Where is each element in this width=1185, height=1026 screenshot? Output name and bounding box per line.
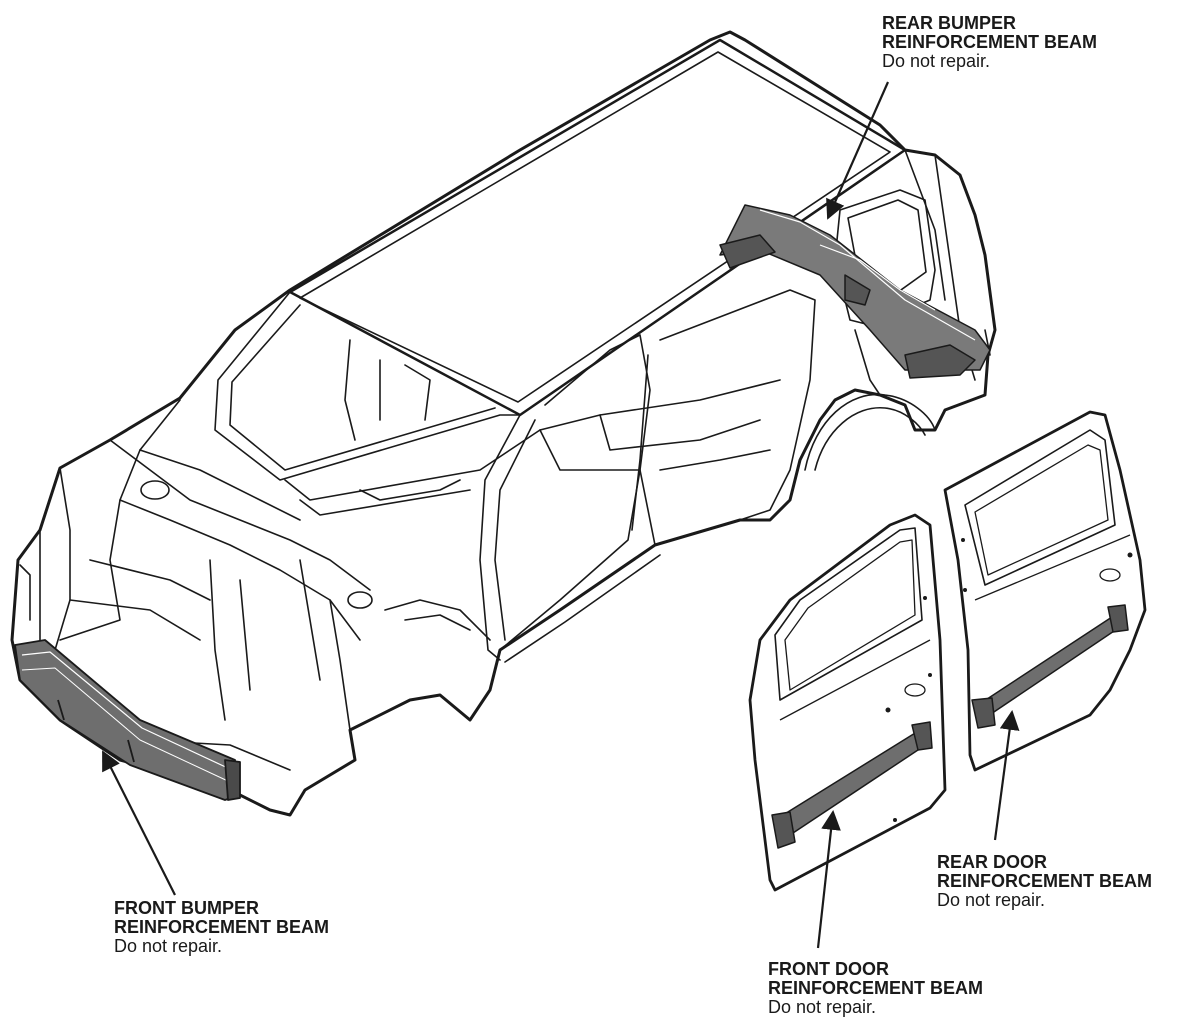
front-bumper-note: Do not repair. xyxy=(114,936,223,956)
front-bumper-callout: FRONT BUMPER REINFORCEMENT BEAM Do not r… xyxy=(114,899,329,956)
front-door-callout: FRONT DOOR REINFORCEMENT BEAM Do not rep… xyxy=(768,960,983,1017)
front-door-panel xyxy=(748,513,947,892)
front-door-note: Do not repair. xyxy=(768,997,877,1017)
rear-door-title-line2: REINFORCEMENT BEAM xyxy=(937,871,1152,891)
front-door-title-line2: REINFORCEMENT BEAM xyxy=(768,978,983,998)
rear-bumper-callout: REAR BUMPER REINFORCEMENT BEAM Do not re… xyxy=(882,14,1097,71)
front-bumper-leader-arrow xyxy=(102,750,176,896)
rear-bumper-leader-arrow xyxy=(826,81,890,220)
rear-door-leader-arrow xyxy=(993,710,1020,841)
front-bumper-title-line1: FRONT BUMPER xyxy=(114,898,259,918)
rear-door-note: Do not repair. xyxy=(937,890,1046,910)
rear-door-reinforcement-beam xyxy=(971,604,1129,729)
front-door-reinforcement-beam xyxy=(771,721,933,849)
leader-arrows xyxy=(102,81,1020,949)
rear-bumper-reinforcement-beam xyxy=(719,204,991,379)
rear-bumper-note: Do not repair. xyxy=(882,51,991,71)
front-door-leader-arrow xyxy=(816,810,841,949)
rear-door-title-line1: REAR DOOR xyxy=(937,852,1048,872)
rear-door-panel xyxy=(943,410,1147,772)
front-bumper-title-line2: REINFORCEMENT BEAM xyxy=(114,917,329,937)
rear-bumper-title-line1: REAR BUMPER xyxy=(882,13,1017,33)
front-bumper-reinforcement-beam xyxy=(14,639,241,801)
rear-door-callout: REAR DOOR REINFORCEMENT BEAM Do not repa… xyxy=(937,853,1152,910)
front-door-title-line1: FRONT DOOR xyxy=(768,959,889,979)
rear-bumper-title-line2: REINFORCEMENT BEAM xyxy=(882,32,1097,52)
